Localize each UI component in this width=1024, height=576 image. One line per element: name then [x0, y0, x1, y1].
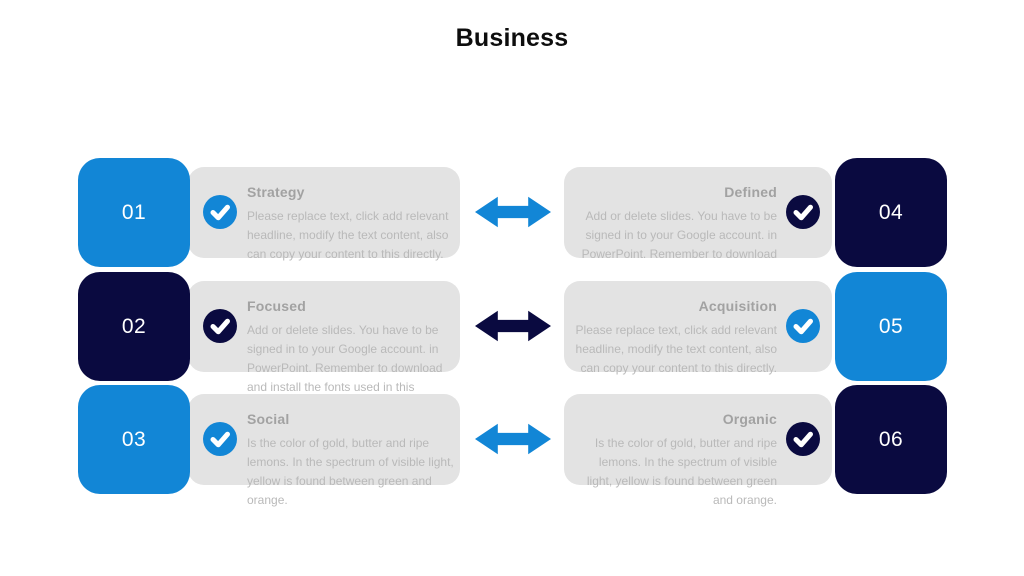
number-label: 04	[878, 200, 904, 224]
check-icon	[786, 309, 820, 343]
item-heading: Focused	[247, 298, 306, 314]
number-box: 02	[78, 272, 190, 381]
item-defined: Defined Add or delete slides. You have t…	[564, 158, 947, 267]
number-label: 05	[878, 314, 904, 338]
number-label: 02	[121, 314, 147, 338]
item-text: Social Is the color of gold, butter and …	[247, 411, 463, 510]
item-heading: Strategy	[247, 184, 305, 200]
item-body: Add or delete slides. You have to be sig…	[581, 209, 777, 261]
item-text: Acquisition Please replace text, click a…	[573, 298, 777, 378]
item-heading: Organic	[722, 411, 777, 427]
item-body: Is the color of gold, butter and ripe le…	[247, 436, 454, 507]
number-label: 03	[121, 427, 147, 451]
item-acquisition: Acquisition Please replace text, click a…	[564, 272, 947, 381]
item-body: Add or delete slides. You have to be sig…	[247, 323, 443, 394]
item-text: Organic Is the color of gold, butter and…	[573, 411, 777, 510]
check-icon	[203, 195, 237, 229]
check-icon	[203, 309, 237, 343]
check-icon	[786, 195, 820, 229]
double-arrow-icon	[475, 193, 551, 231]
slide-title: Business	[455, 24, 569, 52]
check-icon	[203, 422, 237, 456]
item-heading: Social	[247, 411, 290, 427]
number-label: 01	[121, 200, 147, 224]
item-body: Please replace text, click add relevant …	[575, 323, 777, 375]
item-body: Please replace text, click add relevant …	[247, 209, 449, 261]
item-body: Is the color of gold, butter and ripe le…	[586, 436, 777, 507]
number-box: 04	[835, 158, 947, 267]
double-arrow-icon	[475, 420, 551, 458]
item-heading: Acquisition	[698, 298, 777, 314]
number-box: 05	[835, 272, 947, 381]
item-organic: Organic Is the color of gold, butter and…	[564, 385, 947, 507]
item-text: Defined Add or delete slides. You have t…	[573, 184, 777, 264]
number-box: 01	[78, 158, 190, 267]
number-box: 06	[835, 385, 947, 494]
check-icon	[786, 422, 820, 456]
double-arrow-icon	[475, 307, 551, 345]
item-social: 03 Social Is the color of gold, butter a…	[78, 385, 462, 507]
item-strategy: 01 Strategy Please replace text, click a…	[78, 158, 462, 267]
item-heading: Defined	[724, 184, 777, 200]
number-box: 03	[78, 385, 190, 494]
number-label: 06	[878, 427, 904, 451]
item-text: Strategy Please replace text, click add …	[247, 184, 463, 264]
item-text: Focused Add or delete slides. You have t…	[247, 298, 463, 397]
item-focused: 02 Focused Add or delete slides. You hav…	[78, 272, 462, 394]
